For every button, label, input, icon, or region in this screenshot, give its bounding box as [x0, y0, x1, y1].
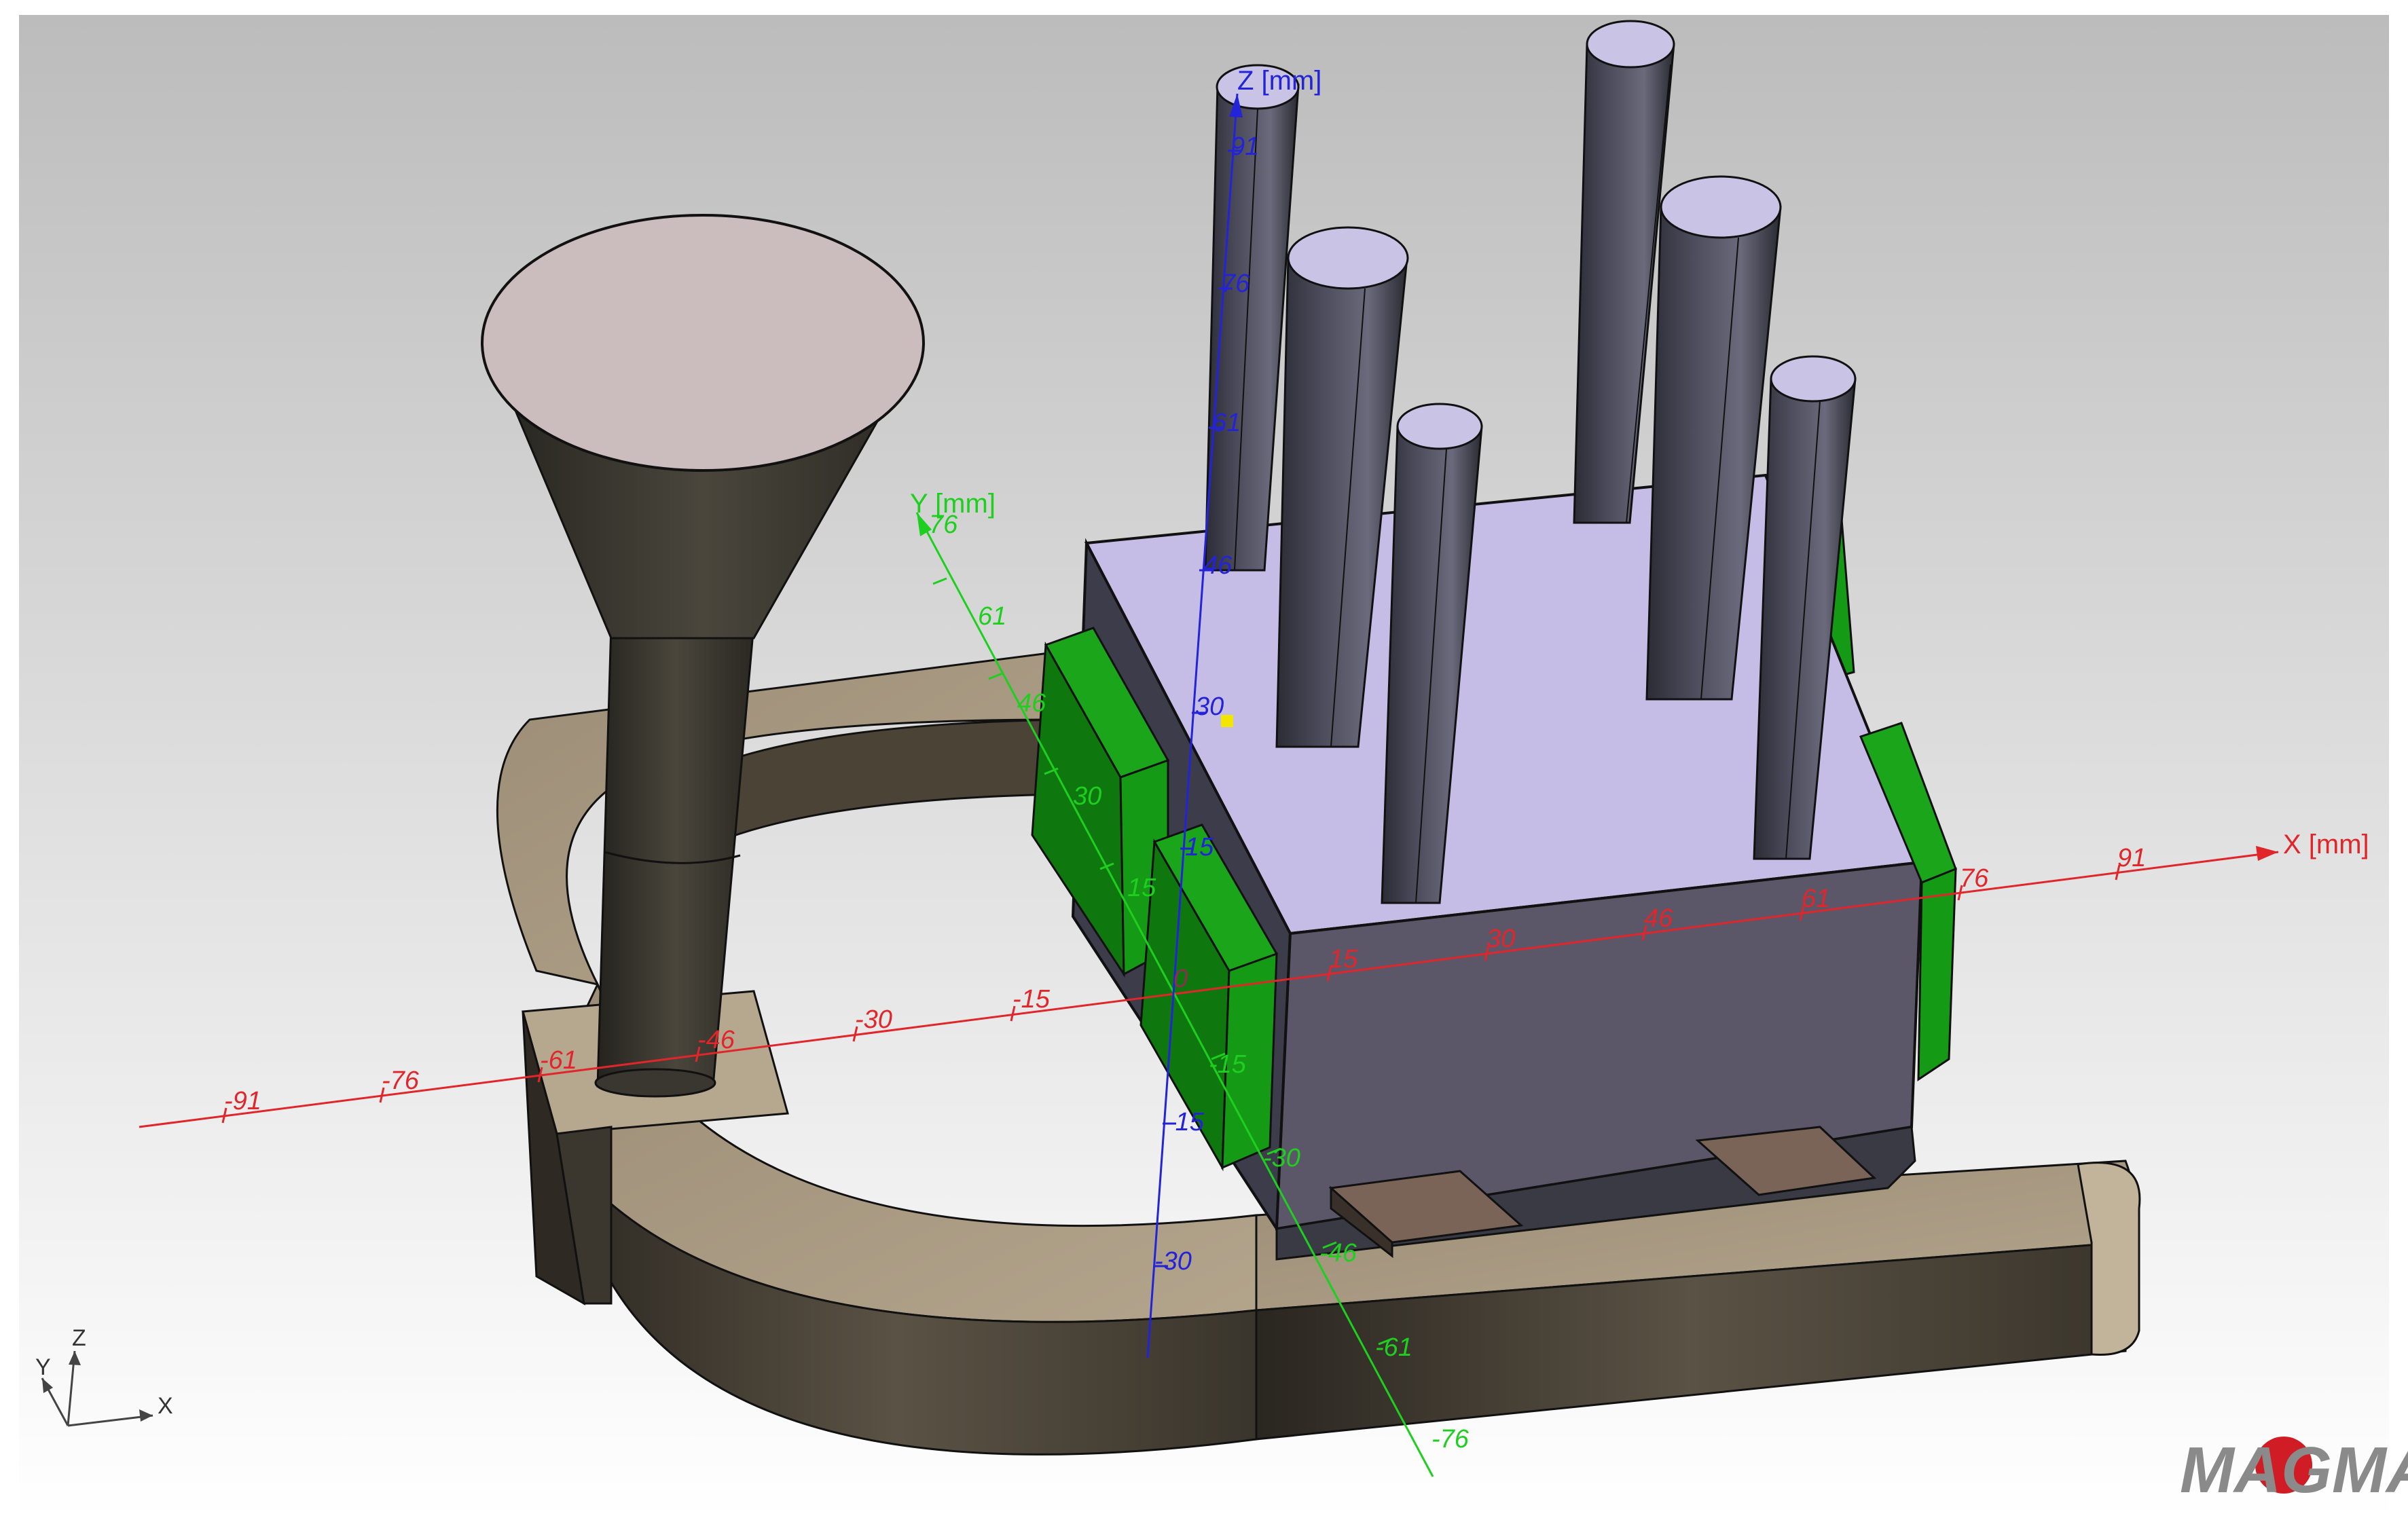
y-tick-label: -61 [1375, 1333, 1412, 1362]
z-tick-label: -30 [1154, 1247, 1192, 1276]
magma-logo: MAGMA [2180, 1434, 2408, 1506]
y-tick-label: 76 [929, 511, 958, 539]
riser-2[interactable] [1275, 226, 1409, 748]
x-axis-title: X [mm] [2283, 830, 2369, 859]
y-tick-label: 30 [1073, 782, 1101, 811]
riser-6[interactable] [1753, 355, 1857, 860]
z-tick-label: 46 [1203, 551, 1233, 580]
riser-3[interactable] [1381, 403, 1483, 904]
z-tick-label: 15 [1185, 833, 1214, 862]
x-tick-label: 76 [1960, 864, 1989, 893]
z-tick-label: -15 [1167, 1108, 1205, 1136]
x-tick-label: 15 [1329, 945, 1358, 974]
z-axis: Z [mm] [1146, 66, 1321, 1358]
x-tick-label: -46 [697, 1026, 735, 1054]
x-tick-label: -30 [855, 1005, 892, 1034]
y-tick-label: -46 [1319, 1239, 1357, 1267]
triad-z-label: Z [72, 1325, 86, 1351]
y-axis-ticks [932, 577, 1393, 1346]
y-axis-title: Y [mm] [910, 489, 996, 519]
triad-x-label: X [158, 1393, 173, 1419]
riser-5[interactable] [1645, 175, 1782, 701]
sprue-and-pouring-cup[interactable] [481, 214, 925, 1098]
y-tick-label: 15 [1127, 874, 1156, 902]
y-axis: Y [mm] [910, 489, 1434, 1477]
y-tick-label: 46 [1017, 689, 1046, 718]
triad-y-label: Y [35, 1354, 51, 1380]
chill-center-front[interactable] [1139, 823, 1279, 1172]
selection-marker[interactable] [1221, 715, 1233, 727]
y-tick-label: -15 [1209, 1050, 1247, 1079]
x-tick-label: -76 [382, 1067, 420, 1095]
z-axis-ticks [1154, 149, 1241, 1267]
x-tick-label: -61 [540, 1046, 577, 1075]
x-tick-label: 91 [2117, 844, 2146, 872]
y-tick-label: 61 [978, 602, 1006, 631]
x-tick-label: 30 [1486, 925, 1515, 953]
x-tick-label: 46 [1644, 904, 1673, 933]
x-axis: X [mm] [139, 830, 2369, 1128]
x-tick-label: -15 [1013, 985, 1051, 1014]
orientation-triad[interactable]: X Z Y [35, 1325, 173, 1427]
riser-4[interactable] [1573, 20, 1675, 524]
z-axis-title: Z [mm] [1237, 66, 1321, 96]
z-tick-label: 30 [1195, 692, 1224, 721]
x-tick-label: 61 [1802, 885, 1830, 913]
y-tick-label: -30 [1263, 1144, 1300, 1172]
z-tick-label: 76 [1221, 270, 1250, 298]
logo-text: MAGMA [2180, 1434, 2408, 1506]
x-axis-ticks [221, 864, 2121, 1124]
z-tick-label: 91 [1230, 132, 1259, 161]
z-tick-label: 61 [1212, 409, 1241, 437]
x-tick-label: -91 [224, 1087, 261, 1115]
origin-label: 0 [1173, 965, 1188, 993]
chill-right-front[interactable] [1859, 722, 1957, 1081]
ingates[interactable] [1328, 1126, 1877, 1259]
y-tick-label: -76 [1431, 1425, 1470, 1453]
